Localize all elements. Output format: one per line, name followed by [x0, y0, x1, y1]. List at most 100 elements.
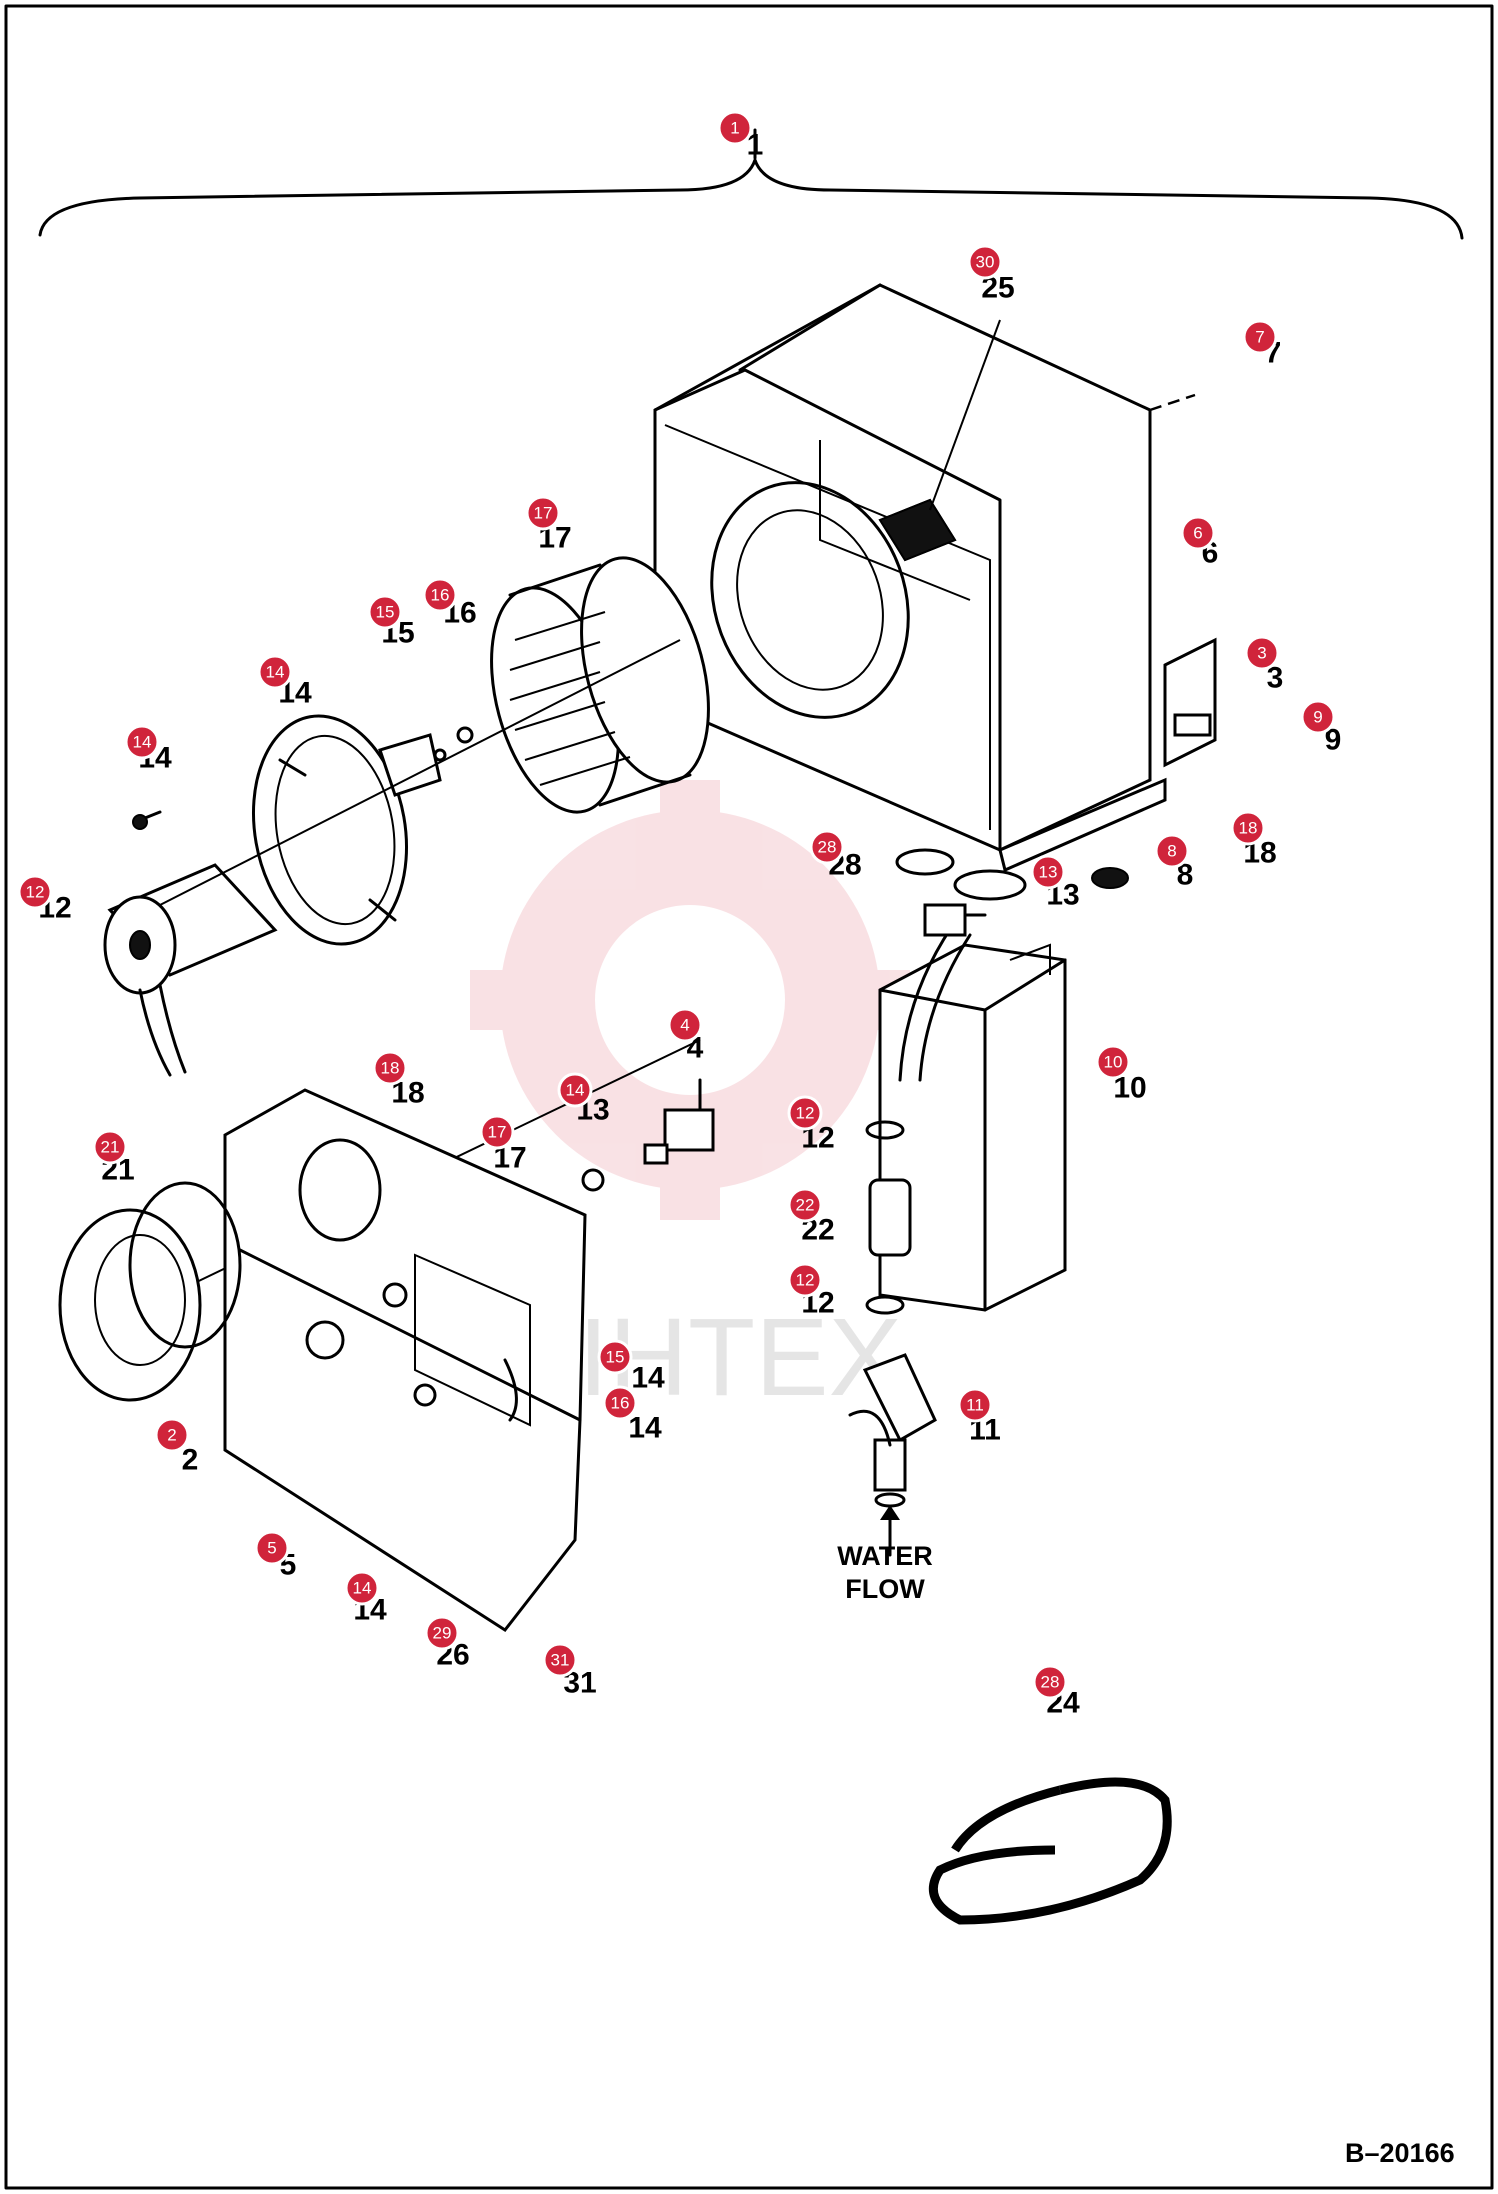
- callout-part-7[interactable]: 7: [1242, 319, 1278, 355]
- document-number: B–20166: [1345, 2138, 1455, 2168]
- callouts: 1 30 7 6 3 9 18 8 13 28 17 16 15 14 14 1…: [17, 110, 1336, 1700]
- svg-text:1: 1: [730, 119, 739, 138]
- callout-part-3[interactable]: 3: [1244, 635, 1280, 671]
- svg-text:15: 15: [606, 1348, 625, 1367]
- drain-hose: [928, 1777, 1172, 1925]
- callout-part-4[interactable]: 4: [667, 1007, 703, 1043]
- svg-text:5: 5: [267, 1539, 276, 1558]
- resistor-plate: [1163, 637, 1217, 768]
- callout-part-12[interactable]: 12: [787, 1262, 823, 1298]
- callout-part-14[interactable]: 14: [557, 1072, 593, 1108]
- grommet: [895, 848, 955, 876]
- svg-text:9: 9: [1313, 708, 1322, 727]
- water-valve: [848, 1353, 937, 1508]
- callout-part-20[interactable]: 16: [422, 577, 458, 613]
- svg-text:18: 18: [1239, 819, 1258, 838]
- part-number: 14: [628, 1412, 662, 1445]
- callout-part-17[interactable]: 17: [479, 1114, 515, 1150]
- svg-text:30: 30: [976, 253, 995, 272]
- callout-part-25[interactable]: 21: [92, 1129, 128, 1165]
- part-number: 1: [747, 129, 764, 162]
- callout-part-12[interactable]: 12: [787, 1095, 823, 1131]
- callout-part-19[interactable]: 17: [525, 495, 561, 531]
- callout-part-28[interactable]: 30: [967, 244, 1003, 280]
- part-number: 14: [631, 1362, 665, 1395]
- svg-text:12: 12: [26, 883, 45, 902]
- callout-part-1[interactable]: 1: [717, 110, 753, 146]
- heater-core: [878, 903, 1067, 1312]
- switch-nut: [581, 1168, 605, 1192]
- svg-text:31: 31: [551, 1651, 570, 1670]
- hose-clamp: [865, 1295, 905, 1315]
- air-outlet-louver: [58, 1181, 242, 1402]
- svg-text:8: 8: [1167, 842, 1176, 861]
- callout-part-23[interactable]: 12: [17, 874, 53, 910]
- callout-part-15[interactable]: 15: [597, 1339, 633, 1375]
- svg-text:4: 4: [680, 1016, 689, 1035]
- callout-part-22[interactable]: 14: [257, 654, 293, 690]
- callout-part-5[interactable]: 5: [254, 1530, 290, 1566]
- svg-text:12: 12: [796, 1104, 815, 1123]
- svg-text:18: 18: [381, 1059, 400, 1078]
- callout-part-13[interactable]: 13: [1030, 854, 1066, 890]
- lock-washer: [456, 726, 474, 744]
- water-flow-label: WATER: [837, 1541, 933, 1571]
- svg-text:21: 21: [101, 1138, 120, 1157]
- svg-text:16: 16: [431, 586, 450, 605]
- callout-part-29[interactable]: 29: [424, 1615, 460, 1651]
- callout-part-18[interactable]: 18: [1230, 810, 1266, 846]
- callout-part-31[interactable]: 31: [542, 1642, 578, 1678]
- hose-clamp: [865, 1120, 905, 1140]
- svg-text:14: 14: [133, 733, 152, 752]
- water-flow-label: FLOW: [845, 1574, 925, 1604]
- toggle-switch: [643, 1078, 715, 1165]
- callout-part-6[interactable]: 6: [1180, 515, 1216, 551]
- blower-wheel: [490, 556, 710, 814]
- svg-text:28: 28: [1041, 1673, 1060, 1692]
- heater-housing: [653, 283, 1196, 873]
- svg-text:17: 17: [488, 1123, 507, 1142]
- part-number: 8: [1177, 859, 1194, 892]
- svg-text:11: 11: [966, 1396, 984, 1415]
- blower-motor: [103, 639, 681, 1077]
- callout-part-9[interactable]: 9: [1300, 699, 1336, 735]
- rubber-plug: [1091, 867, 1129, 889]
- callout-part-30[interactable]: 28: [809, 829, 845, 865]
- svg-text:22: 22: [796, 1196, 815, 1215]
- callout-part-18[interactable]: 18: [372, 1050, 408, 1086]
- part-number: 3: [1267, 662, 1284, 695]
- callout-part-14[interactable]: 14: [344, 1570, 380, 1606]
- front-cover-panel: [223, 1088, 587, 1633]
- callout-part-10[interactable]: 10: [1095, 1044, 1131, 1080]
- callout-part-2[interactable]: 2: [154, 1417, 190, 1453]
- callout-part-8[interactable]: 8: [1154, 833, 1190, 869]
- svg-text:15: 15: [376, 603, 395, 622]
- svg-text:13: 13: [1039, 863, 1058, 882]
- svg-text:14: 14: [266, 663, 285, 682]
- callout-part-27[interactable]: 28: [1032, 1664, 1068, 1700]
- svg-text:28: 28: [818, 838, 837, 857]
- callout-part-26[interactable]: 22: [787, 1187, 823, 1223]
- svg-text:17: 17: [534, 504, 553, 523]
- assembly-brace: [38, 158, 1464, 240]
- seal-ring: [953, 869, 1027, 901]
- callout-part-24[interactable]: 14: [124, 724, 160, 760]
- hose-sleeve: [868, 1178, 912, 1257]
- part-number: 2: [182, 1444, 199, 1477]
- svg-text:16: 16: [611, 1394, 630, 1413]
- callout-part-21[interactable]: 15: [367, 594, 403, 630]
- callout-part-11[interactable]: 11: [957, 1387, 993, 1423]
- svg-text:6: 6: [1193, 524, 1202, 543]
- svg-text:10: 10: [1104, 1053, 1123, 1072]
- svg-text:12: 12: [796, 1271, 815, 1290]
- callout-part-16[interactable]: 16: [602, 1385, 638, 1421]
- watermark-gear-icon: [470, 780, 910, 1220]
- svg-text:14: 14: [353, 1579, 372, 1598]
- nut: [433, 748, 447, 762]
- svg-text:7: 7: [1255, 328, 1264, 347]
- svg-text:3: 3: [1257, 644, 1266, 663]
- page-border: [4, 4, 1494, 2190]
- air-filter: [878, 498, 957, 562]
- svg-text:29: 29: [433, 1624, 452, 1643]
